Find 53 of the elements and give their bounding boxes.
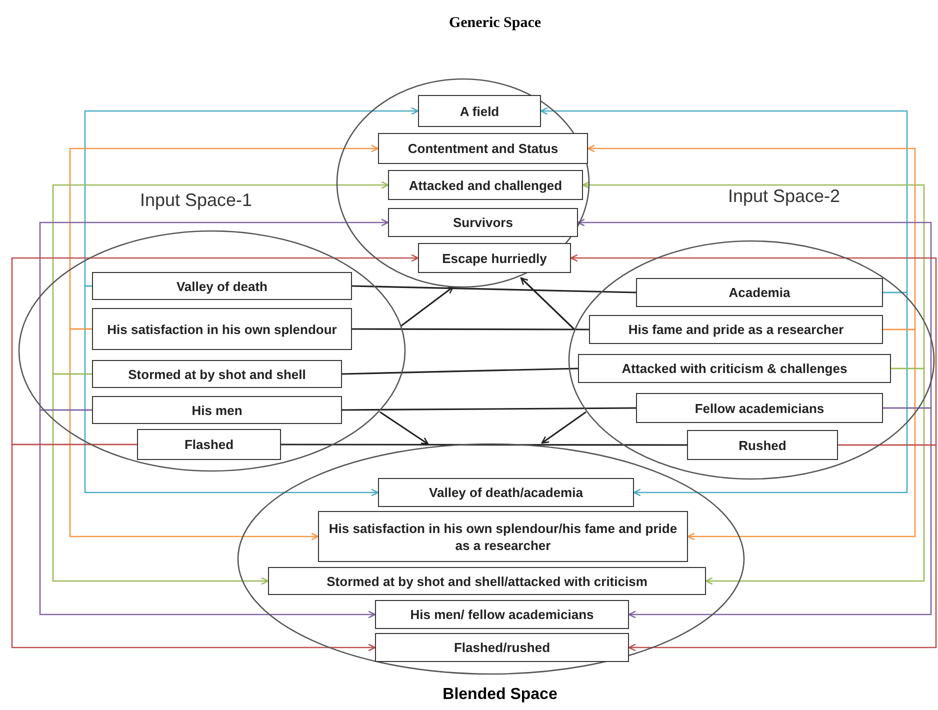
connector-arrow: [705, 368, 925, 585]
connector-arrow: [11, 444, 376, 652]
connector-arrow: [11, 254, 419, 446]
label-box: Flashed/rushed: [375, 633, 629, 662]
label-box: Fellow academicians: [636, 393, 883, 423]
label-box: His fame and pride as a researcher: [589, 315, 883, 344]
connector-arrow: [400, 286, 454, 327]
label-box: Escape hurriedly: [418, 243, 571, 273]
label-box: Valley of death/academia: [378, 478, 634, 507]
connector-arrow: [69, 144, 379, 330]
label-box: Flashed: [137, 429, 281, 460]
label-box: His satisfaction in his own splendour: [92, 308, 352, 350]
connector-arrow: [84, 285, 379, 496]
label-box: His men: [92, 396, 342, 424]
connector-arrow: [577, 218, 932, 409]
connector-arrow: [540, 107, 908, 294]
connector-arrow: [52, 181, 389, 375]
label-box: His men/ fellow academicians: [375, 600, 629, 629]
connector-line: [342, 407, 636, 411]
connector-line: [281, 444, 687, 446]
connector-line: [342, 368, 578, 375]
connector-arrow: [541, 411, 586, 444]
space-heading: Input Space-1: [138, 189, 254, 212]
connector-arrow: [52, 373, 269, 585]
space-heading: Blended Space: [442, 685, 558, 705]
label-box: His satisfaction in his own splendour/his fame and pride as a researcher: [318, 511, 688, 562]
label-box: Attacked and challenged: [388, 170, 583, 200]
connector-arrow: [520, 277, 576, 331]
connector-arrow: [39, 218, 389, 411]
label-box: Attacked with criticism & challenges: [578, 354, 891, 383]
connector-line: [352, 285, 636, 294]
connector-arrow: [69, 328, 319, 540]
label-box: A field: [418, 95, 541, 127]
connector-arrow: [628, 444, 937, 652]
connector-arrow: [633, 292, 908, 496]
space-heading: Generic Space: [448, 14, 542, 32]
connector-arrow: [380, 411, 429, 445]
label-box: Academia: [636, 278, 883, 307]
label-box: Rushed: [687, 430, 838, 460]
connector-line: [352, 328, 589, 330]
label-box: Stormed at by shot and shell: [92, 360, 342, 388]
label-box: Survivors: [388, 208, 578, 237]
connector-arrow: [84, 107, 419, 287]
connector-arrow: [39, 409, 376, 618]
space-heading: Input Space-2: [726, 185, 842, 208]
connector-arrow: [570, 254, 937, 446]
connector-arrow: [587, 144, 916, 330]
connector-arrow: [582, 181, 925, 370]
connector-arrow: [628, 407, 932, 618]
connector-arrow: [687, 328, 916, 540]
label-box: Stormed at by shot and shell/attacked with criticism: [268, 567, 706, 595]
label-box: Contentment and Status: [378, 133, 588, 164]
label-box: Valley of death: [92, 272, 352, 300]
